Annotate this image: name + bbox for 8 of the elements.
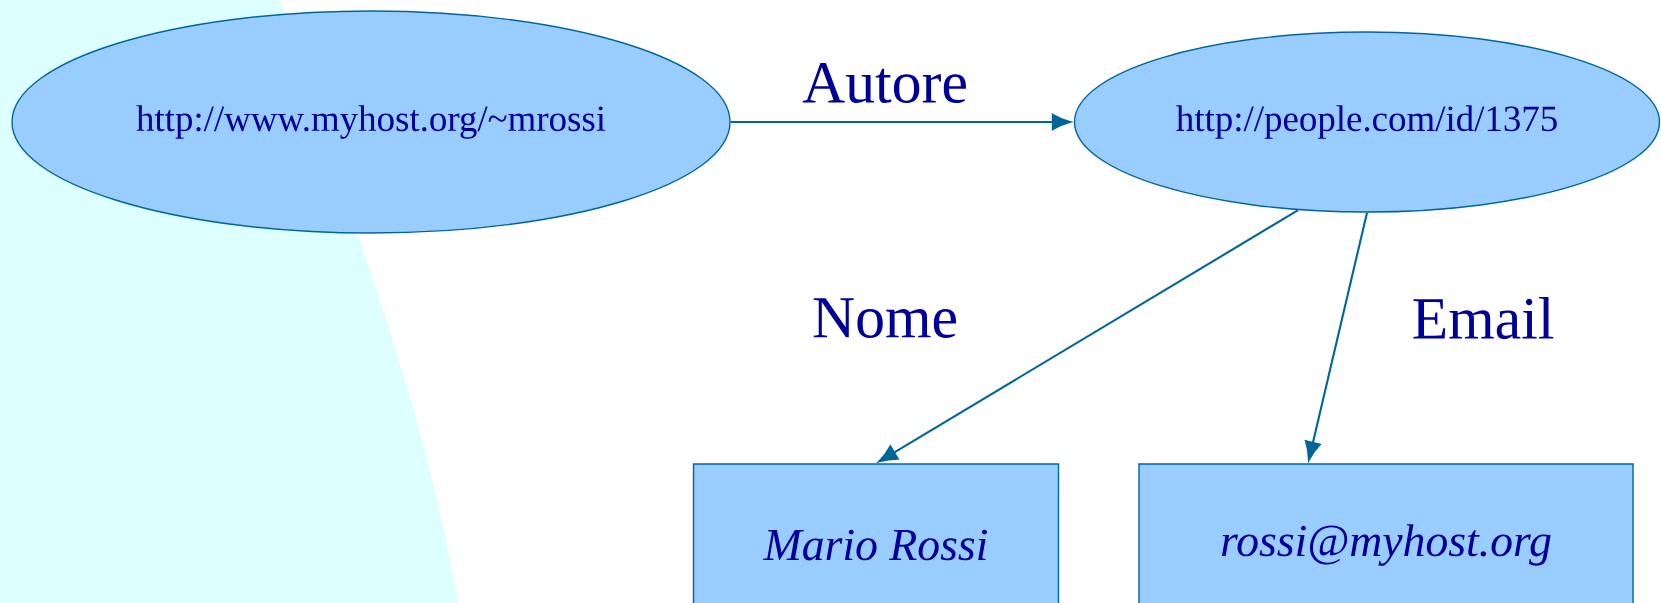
arrow: [1304, 212, 1369, 461]
literal-box: rossi@myhost.org: [1138, 463, 1634, 603]
literal-box: Mario Rossi: [692, 463, 1060, 603]
arrow: [730, 113, 1071, 131]
edge-label: Email: [1413, 297, 1554, 340]
edge-label: Autore: [802, 62, 966, 104]
edge-label: Nome: [813, 298, 956, 338]
arrow: [878, 209, 1299, 463]
